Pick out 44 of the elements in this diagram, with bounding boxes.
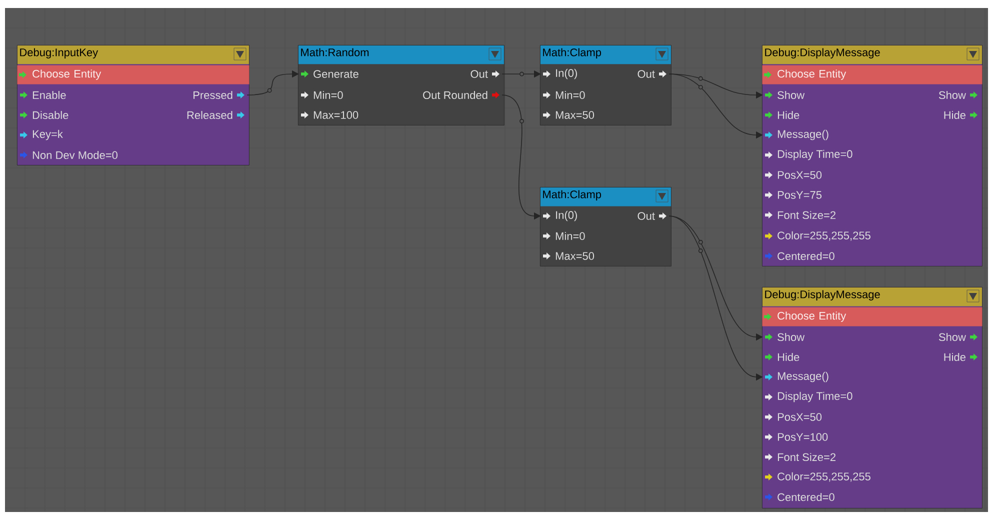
entity-band: Choose Entity (762, 307, 982, 326)
port-label: Disable (32, 110, 68, 120)
port-label: In(0) (556, 68, 577, 80)
port-label: Released (187, 110, 232, 120)
port-label: Min=0 (556, 232, 585, 240)
port-label: Non Dev Mode=0 (32, 150, 118, 160)
port-label: Max=100 (314, 111, 358, 119)
entity-band: Choose Entity (17, 65, 250, 84)
port-label: Centered=0 (778, 492, 834, 502)
port-label: PosX=50 (778, 413, 822, 421)
entity-band: Choose Entity (762, 65, 982, 84)
port-label: Font Size=2 (778, 452, 836, 462)
port-label: Min=0 (314, 90, 343, 100)
port-label: Out (638, 212, 655, 220)
port-label: PosY=100 (778, 433, 828, 441)
port-label: Show (778, 90, 805, 100)
port-label: Display Time=0 (778, 150, 852, 160)
port-label: Hide (944, 352, 966, 362)
port-label: Message() (778, 130, 828, 140)
port-label: In(0) (556, 210, 577, 222)
port-label: Hide (778, 110, 800, 120)
port-label: Max=50 (556, 252, 594, 260)
port-label: Enable (32, 90, 66, 100)
port-label: Display Time=0 (778, 392, 852, 402)
port-label: Color=255,255,255 (778, 472, 870, 482)
port-label: Out (638, 70, 655, 78)
port-label: Out Rounded (423, 90, 488, 100)
port-label: Hide (778, 352, 800, 362)
port-label: Pressed (194, 90, 232, 100)
port-label: Font Size=2 (778, 210, 836, 220)
port-label: PosX=50 (778, 171, 822, 179)
port-label: Show (778, 332, 805, 342)
port-label: Key=k (32, 130, 63, 140)
port-label: Generate (314, 70, 358, 78)
port-label: Hide (944, 110, 966, 120)
port-label: Min=0 (556, 90, 585, 100)
port-label: Show (938, 332, 966, 342)
port-label: PosY=75 (778, 191, 822, 199)
port-label: Color=255,255,255 (778, 231, 870, 241)
port-label: Out (470, 70, 488, 78)
port-label: Centered=0 (778, 252, 834, 260)
port-label: Show (938, 90, 966, 100)
port-label: Message() (778, 372, 828, 382)
port-label: Max=50 (556, 111, 594, 119)
